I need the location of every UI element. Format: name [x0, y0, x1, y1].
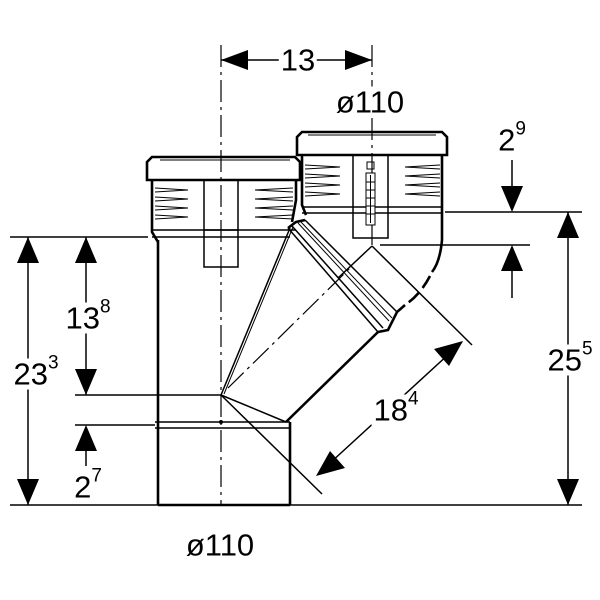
- dim-branch-length: 184: [371, 390, 421, 428]
- dim-value: 18: [373, 392, 408, 428]
- dim-fraction: 8: [99, 296, 111, 318]
- branch-socket: [295, 130, 449, 307]
- dim-branch-offset: 29: [496, 120, 528, 158]
- dim-socket-to-axis: 138: [63, 298, 113, 336]
- dim-value: ø110: [185, 527, 255, 563]
- dim-fraction: 3: [47, 352, 59, 374]
- main-socket: [145, 155, 302, 268]
- dim-fraction: 5: [581, 338, 593, 360]
- dim-main-diameter: ø110: [183, 527, 257, 563]
- dim-value: 13: [280, 42, 316, 78]
- branch-axis: [227, 267, 351, 389]
- dim-bottom-offset: 27: [72, 467, 104, 505]
- dim-value: 2: [74, 469, 92, 505]
- branch-pipe: [220, 218, 406, 423]
- dim-value: ø110: [335, 84, 405, 120]
- dim-total-height-right: 255: [545, 340, 595, 378]
- dim-fraction: 4: [407, 388, 419, 410]
- dim-value: 13: [65, 300, 100, 336]
- dim-fraction: 9: [515, 118, 526, 140]
- dim-value: 2: [498, 122, 516, 158]
- main-pipe: [155, 240, 292, 507]
- dim-top-width: 13: [278, 42, 318, 78]
- dim-branch-diameter: ø110: [333, 84, 407, 120]
- dim-value: 23: [13, 356, 48, 392]
- dim-fraction: 7: [91, 465, 102, 487]
- dim-value: 25: [547, 342, 582, 378]
- geberit-logo: [365, 172, 376, 226]
- dim-total-height-left: 233: [11, 354, 61, 392]
- dimension-lines: [10, 50, 582, 506]
